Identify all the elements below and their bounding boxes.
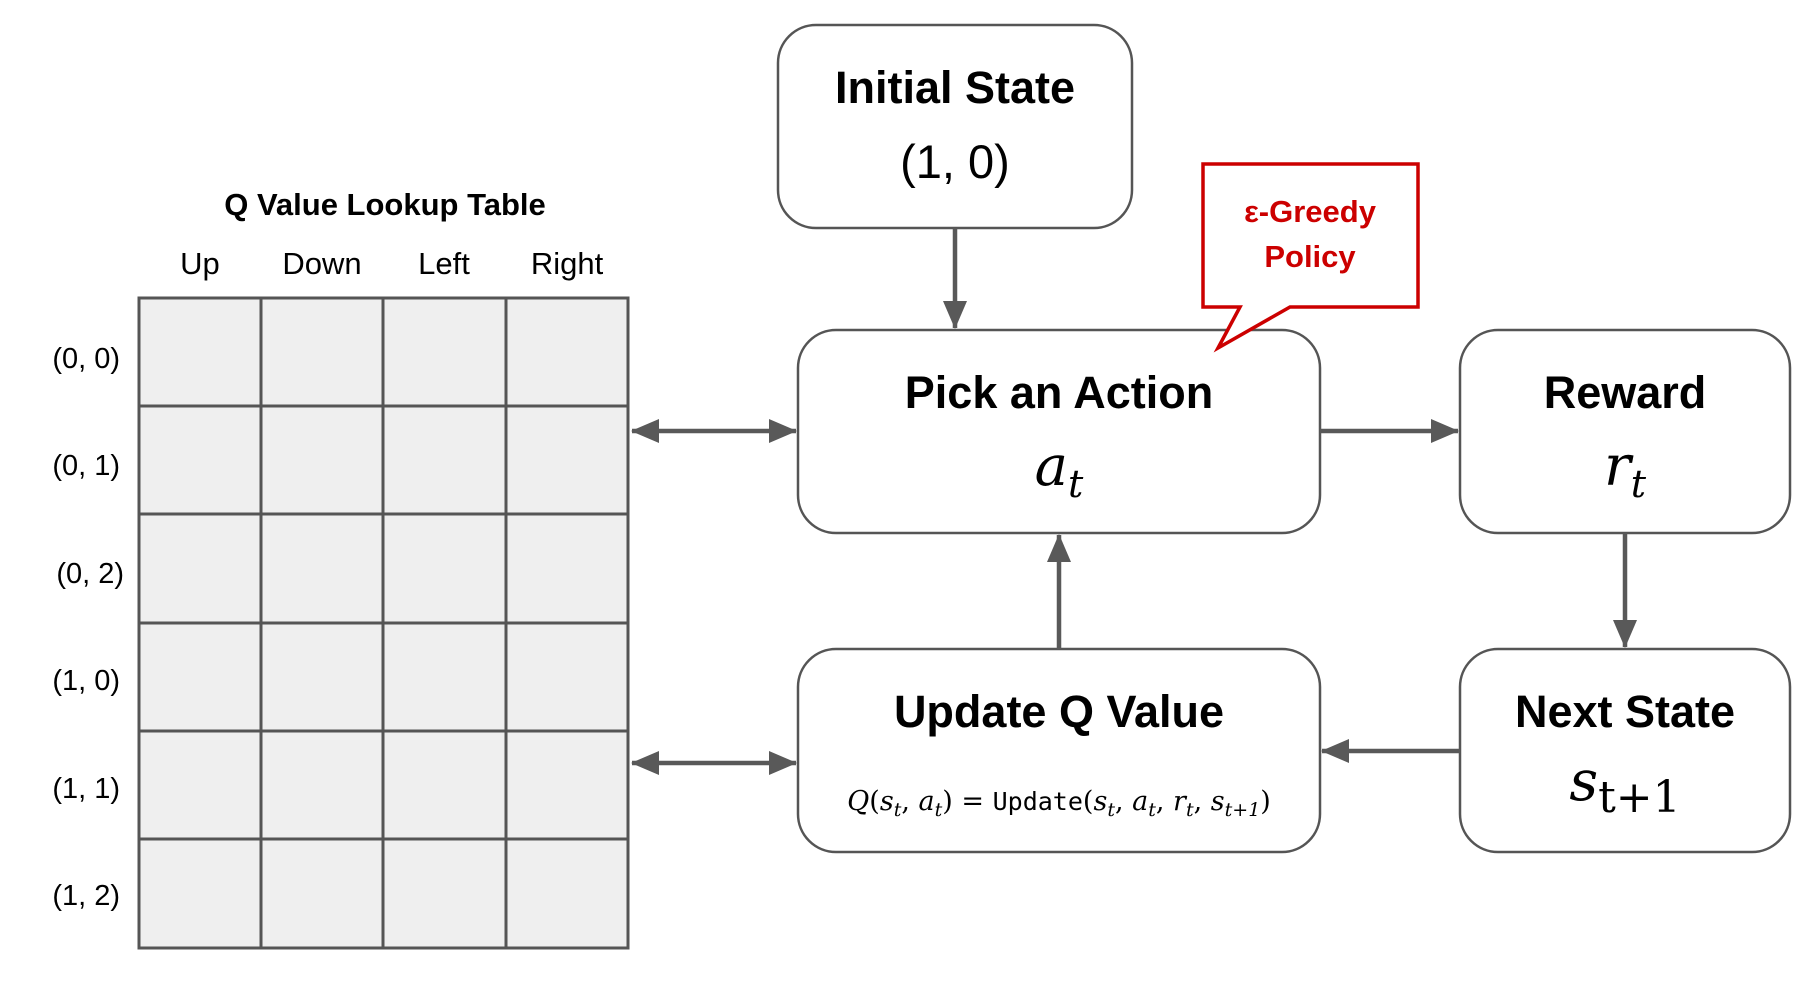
column-header-up: Up — [180, 246, 220, 281]
pick-action-box: Pick an Action at — [796, 328, 1322, 535]
reward-box: Reward rt — [1458, 328, 1792, 535]
row-header-0-1: (0, 1) — [52, 450, 120, 482]
column-header-right: Right — [531, 246, 604, 281]
row-header-0-0: (0, 0) — [52, 343, 120, 375]
row-header-1-0: (1, 0) — [52, 665, 120, 697]
arrows — [631, 228, 1637, 775]
next-state-box: Next State st+1 — [1458, 647, 1792, 854]
update-q-value-title: Update Q Value — [894, 686, 1224, 737]
initial-state-box: Initial State (1, 0) — [776, 23, 1134, 230]
callout-bubble — [1201, 162, 1420, 353]
initial-state-value: (1, 0) — [900, 135, 1010, 188]
column-header-down: Down — [282, 246, 361, 281]
next-state-symbol: st+1 — [1569, 749, 1680, 823]
reward-title: Reward — [1544, 367, 1707, 418]
pick-action-symbol: at — [1035, 434, 1084, 506]
row-header-1-2: (1, 2) — [52, 880, 120, 912]
callout-line-1: ε-Greedy — [1244, 194, 1377, 229]
epsilon-greedy-callout: ε-Greedy Policy — [1201, 162, 1420, 353]
next-state-title: Next State — [1515, 686, 1735, 737]
row-header-0-2: (0, 2) — [56, 558, 124, 590]
q-table-grid — [137, 296, 630, 950]
reward-symbol: rt — [1604, 434, 1647, 506]
callout-line-2: Policy — [1264, 239, 1356, 274]
pick-action-title: Pick an Action — [905, 367, 1213, 418]
row-header-1-1: (1, 1) — [52, 773, 120, 805]
initial-state-title: Initial State — [835, 62, 1075, 113]
update-formula: Q(st, at) = Update(st, at, rt, st+1) — [847, 786, 1271, 821]
column-header-left: Left — [418, 246, 470, 281]
table-title: Q Value Lookup Table — [224, 187, 546, 222]
update-q-value-box: Update Q Value Q(st, at) = Update(st, at… — [796, 647, 1322, 854]
